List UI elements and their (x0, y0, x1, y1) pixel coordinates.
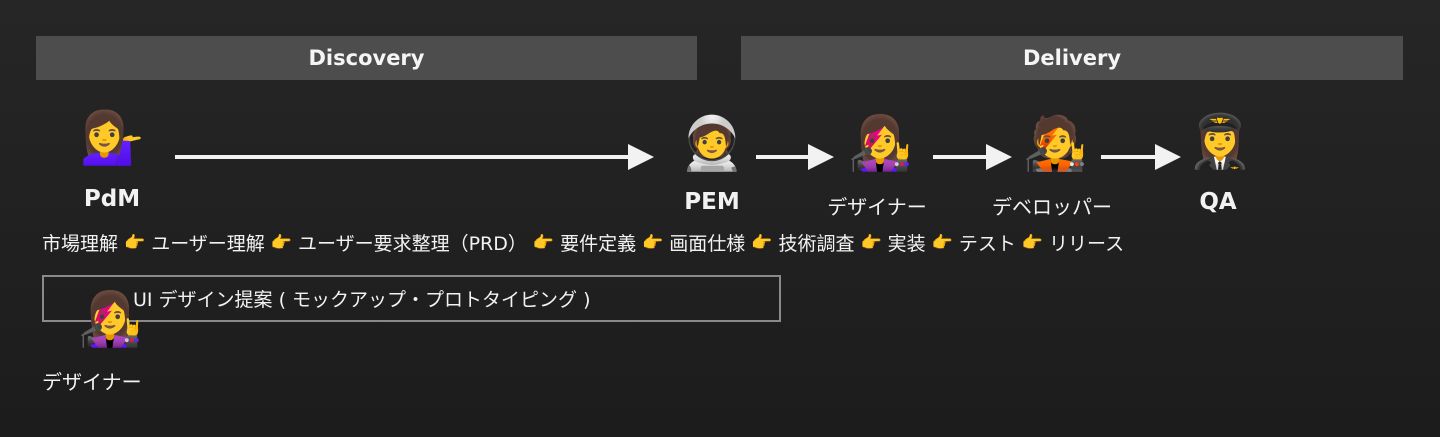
step: 実装 (887, 233, 926, 255)
pdm-icon: 💁‍♀️ (79, 108, 145, 168)
ui-proposal-text: UI デザイン提案 ( モックアップ・プロトタイピング ) (133, 289, 591, 311)
role-pem: PEM (684, 189, 740, 215)
arrow-right-icon (933, 144, 1012, 170)
role-pdm: PdM (83, 186, 141, 212)
qa-icon: 👩‍✈️ (1187, 112, 1253, 172)
pointing-hand-icon: 👉 (124, 232, 146, 253)
pointing-hand-icon: 👉 (532, 232, 555, 253)
role-developer: デベロッパー (992, 195, 1112, 219)
arrow-right-icon (1101, 144, 1181, 170)
ui-proposal-box (42, 275, 781, 322)
step: テスト (958, 233, 1016, 255)
process-steps: 市場理解 👉 ユーザー理解 👉 ユーザー要求整理（PRD） 👉 要件定義 👉 画… (42, 229, 1124, 256)
pem-icon: 🧑‍🚀 (679, 114, 745, 174)
step: リリース (1049, 233, 1125, 255)
step: 画面仕様 (669, 233, 746, 255)
arrow-right-icon (756, 144, 834, 170)
step: 技術調査 (778, 233, 855, 255)
role-qa: QA (1199, 189, 1237, 215)
pointing-hand-icon: 👉 (860, 232, 882, 253)
step: 市場理解 (42, 233, 119, 255)
phase-delivery: Delivery (741, 36, 1403, 80)
pointing-hand-icon: 👉 (1021, 232, 1044, 253)
step: 要件定義 (560, 233, 637, 255)
pointing-hand-icon: 👉 (931, 232, 953, 253)
pointing-hand-icon: 👉 (270, 232, 292, 253)
developer-icon: 🧑‍🎤 (1022, 114, 1088, 174)
role-designer-proposal: デザイナー (42, 370, 142, 394)
step: ユーザー要求整理（PRD） (297, 233, 527, 255)
pointing-hand-icon: 👉 (642, 232, 664, 253)
role-designer: デザイナー (827, 195, 927, 219)
pointing-hand-icon: 👉 (751, 232, 773, 253)
step: ユーザー理解 (151, 233, 265, 255)
phase-discovery: Discovery (36, 36, 697, 80)
designer-icon: 👩‍🎤 (77, 290, 143, 350)
designer-icon: 👩‍🎤 (847, 114, 913, 174)
arrow-right-icon (175, 144, 654, 170)
